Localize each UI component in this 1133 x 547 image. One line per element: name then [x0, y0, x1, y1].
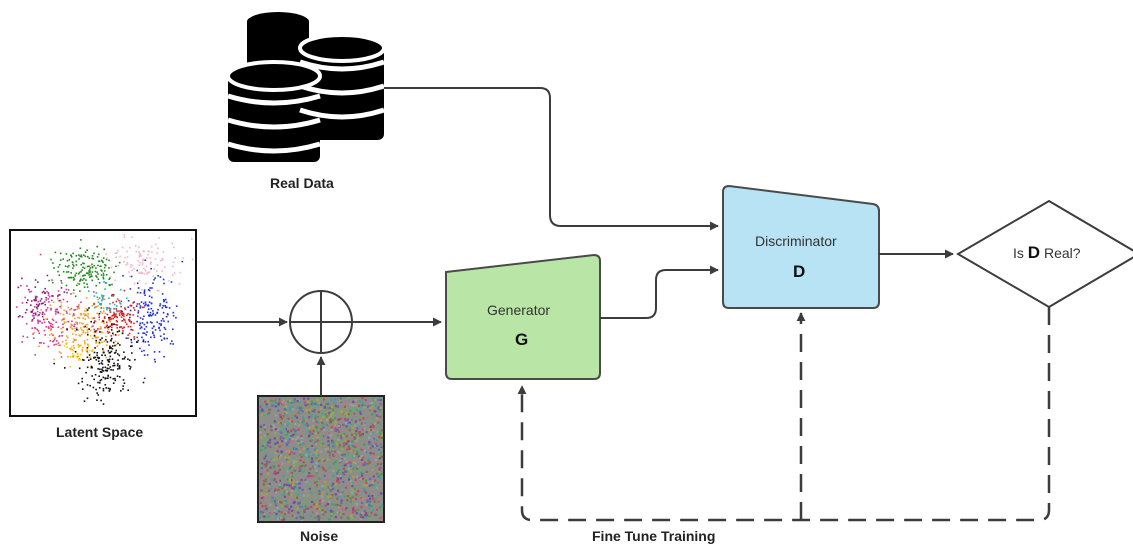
generator-block	[445, 253, 601, 380]
real-data-caption: Real Data	[270, 175, 334, 191]
latent-space-plot	[9, 229, 197, 417]
generator-to-discriminator-arrow	[600, 265, 719, 319]
generator-title: Generator	[487, 302, 551, 318]
realdata-to-discriminator-arrow	[384, 87, 719, 231]
discriminator-title: Discriminator	[755, 233, 837, 249]
decision-label: Is D Real?	[1013, 243, 1081, 263]
decision-symbol: D	[1027, 243, 1041, 262]
generator-symbol: G	[515, 330, 529, 349]
noise-image	[257, 395, 385, 523]
decision-prefix: Is	[1013, 245, 1028, 261]
fine-tune-caption: Fine Tune Training	[592, 528, 716, 544]
discriminator-symbol: D	[793, 262, 806, 281]
noise-caption: Noise	[300, 528, 339, 544]
feedback-loop-line	[517, 307, 1051, 522]
decision-suffix: Real?	[1040, 245, 1081, 261]
database-icon	[226, 12, 386, 162]
discriminator-block	[722, 184, 880, 309]
latent-space-caption: Latent Space	[56, 424, 144, 440]
sum-node	[289, 290, 353, 354]
